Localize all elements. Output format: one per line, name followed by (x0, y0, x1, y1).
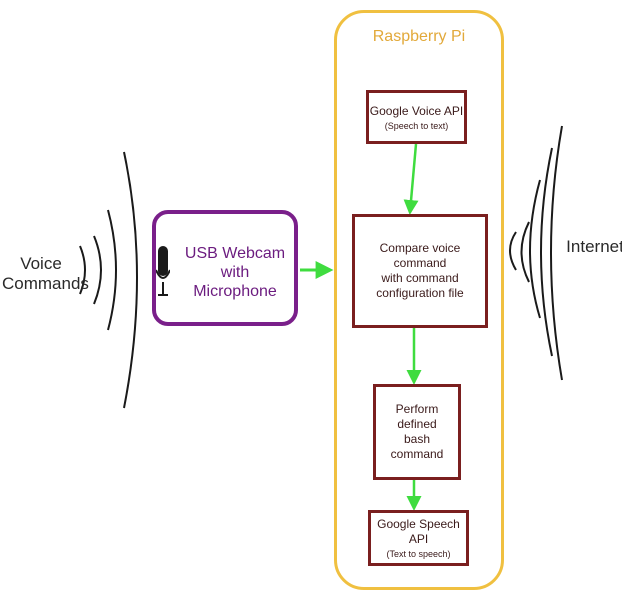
raspberry-pi-title: Raspberry Pi (372, 28, 466, 45)
step-3-line-2: bash command (390, 432, 444, 461)
step-1-subtitle: (Speech to text) (384, 120, 449, 131)
step-1-title: Google Voice API (369, 103, 464, 118)
internet-label: Internet (566, 237, 622, 256)
internet-wave-icon (509, 125, 563, 381)
step-4-subtitle: (Text to speech) (386, 549, 451, 559)
step-compare-command: Compare voice command with command confi… (352, 214, 488, 328)
webcam-label: USB Webcam with Microphone (170, 244, 300, 302)
webcam-label-line-1: USB Webcam with (184, 245, 286, 282)
raspberry-pi-container (334, 10, 504, 590)
step-4-title: Google Speech API (377, 517, 460, 546)
voice-wave-icon (79, 151, 138, 409)
step-2-line-1: Compare voice command (379, 241, 461, 270)
webcam-label-line-2: Microphone (193, 283, 277, 301)
step-google-speech-api: Google Speech API (Text to speech) (368, 510, 469, 566)
arrow-step1-to-step2 (403, 143, 419, 215)
voice-commands-label: Voice Commands (2, 254, 89, 295)
microphone-icon (156, 246, 170, 296)
step-perform-bash-command: Perform defined bash command (373, 384, 461, 480)
step-3-line-1: Perform defined (395, 402, 439, 431)
step-2-line-2: with command (381, 271, 459, 285)
voice-label-line-1: Voice (20, 254, 62, 273)
usb-webcam-node (152, 210, 298, 326)
voice-label-line-2: Commands (2, 274, 89, 294)
step-2-line-3: configuration file (376, 286, 464, 300)
step-google-voice-api: Google Voice API (Speech to text) (366, 90, 467, 144)
